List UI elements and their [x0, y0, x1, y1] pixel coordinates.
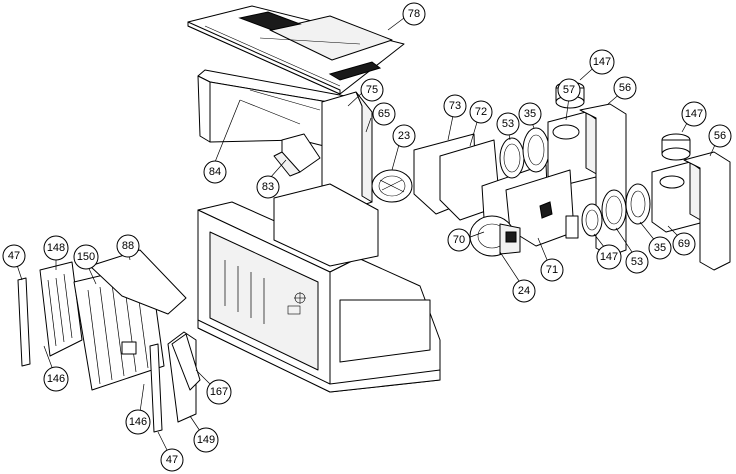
- callout-70: 70: [447, 228, 471, 252]
- callout-147-upper: 147: [589, 49, 615, 75]
- callout-56-upper: 56: [613, 76, 637, 100]
- duct-box-69: [651, 161, 705, 233]
- bracket-83: [273, 133, 321, 177]
- callout-69: 69: [672, 232, 696, 256]
- mounting-plate-71: [505, 169, 579, 247]
- callout-88: 88: [116, 234, 140, 258]
- svg-text:69: 69: [678, 238, 690, 250]
- callout-146-lower: 146: [125, 409, 151, 435]
- callout-147-right: 147: [681, 101, 707, 127]
- filter-frame-148: [39, 261, 83, 357]
- svg-text:71: 71: [546, 264, 558, 276]
- svg-text:65: 65: [378, 108, 390, 120]
- bracket-56-right: [683, 151, 731, 271]
- callout-56-right: 56: [708, 124, 732, 148]
- callout-23: 23: [392, 124, 416, 148]
- svg-text:47: 47: [8, 250, 20, 262]
- callout-35-lower: 35: [648, 236, 672, 260]
- trim-167: [171, 333, 201, 391]
- collar-147-right: [661, 133, 691, 161]
- svg-text:35: 35: [524, 108, 536, 120]
- svg-text:146: 146: [129, 416, 147, 428]
- svg-text:73: 73: [449, 100, 461, 112]
- callout-78: 78: [402, 2, 426, 26]
- callout-71: 71: [540, 258, 564, 282]
- svg-text:148: 148: [47, 242, 65, 254]
- callout-83: 83: [256, 175, 280, 199]
- gasket-ring-53-upper: [499, 137, 525, 179]
- callout-167: 167: [206, 379, 232, 405]
- callout-150: 150: [73, 244, 99, 270]
- side-rail-47-lower: [149, 343, 163, 433]
- callout-47-lower: 47: [160, 448, 184, 472]
- callout-47-left: 47: [2, 244, 26, 268]
- callout-149: 149: [193, 427, 219, 453]
- svg-text:53: 53: [631, 256, 643, 268]
- svg-text:72: 72: [475, 106, 487, 118]
- svg-text:83: 83: [262, 181, 274, 193]
- svg-text:56: 56: [714, 130, 726, 142]
- svg-text:150: 150: [77, 251, 95, 263]
- blower-duct-65: [321, 91, 373, 215]
- svg-text:70: 70: [453, 234, 465, 246]
- callout-65: 65: [372, 102, 396, 126]
- ring-53-lower: [601, 189, 627, 231]
- svg-text:84: 84: [209, 166, 221, 178]
- callout-53-upper: 53: [496, 112, 520, 136]
- ring-147-lower: [581, 203, 603, 237]
- svg-text:35: 35: [654, 242, 666, 254]
- svg-text:53: 53: [502, 118, 514, 130]
- svg-text:23: 23: [398, 130, 410, 142]
- callout-72: 72: [469, 100, 493, 124]
- callout-75: 75: [360, 78, 384, 102]
- ring-35-upper: [522, 127, 550, 173]
- svg-text:75: 75: [366, 84, 378, 96]
- callout-53-lower: 53: [625, 250, 649, 274]
- callout-57: 57: [557, 78, 581, 102]
- svg-text:88: 88: [122, 240, 134, 252]
- svg-text:167: 167: [210, 386, 228, 398]
- blower-motor-24: [469, 215, 521, 257]
- callout-147-lower: 147: [596, 244, 622, 270]
- top-cover-panel-78: [187, 5, 405, 95]
- svg-text:56: 56: [619, 82, 631, 94]
- svg-text:149: 149: [197, 434, 215, 446]
- svg-text:147: 147: [600, 251, 618, 263]
- svg-text:147: 147: [685, 108, 703, 120]
- callout-35-upper: 35: [518, 102, 542, 126]
- ring-35-lower: [625, 183, 651, 225]
- svg-text:78: 78: [408, 8, 420, 20]
- callout-73: 73: [443, 94, 467, 118]
- callout-146-left: 146: [43, 366, 69, 392]
- callout-84: 84: [203, 160, 227, 184]
- svg-text:147: 147: [593, 56, 611, 68]
- svg-text:24: 24: [518, 285, 530, 297]
- svg-text:47: 47: [166, 454, 178, 466]
- main-cabinet: [197, 183, 441, 393]
- callout-24: 24: [512, 279, 536, 303]
- svg-text:57: 57: [563, 84, 575, 96]
- callout-148: 148: [43, 235, 69, 261]
- blower-wheel-23: [371, 169, 413, 203]
- svg-text:146: 146: [47, 373, 65, 385]
- side-rail-47-left: [17, 277, 31, 367]
